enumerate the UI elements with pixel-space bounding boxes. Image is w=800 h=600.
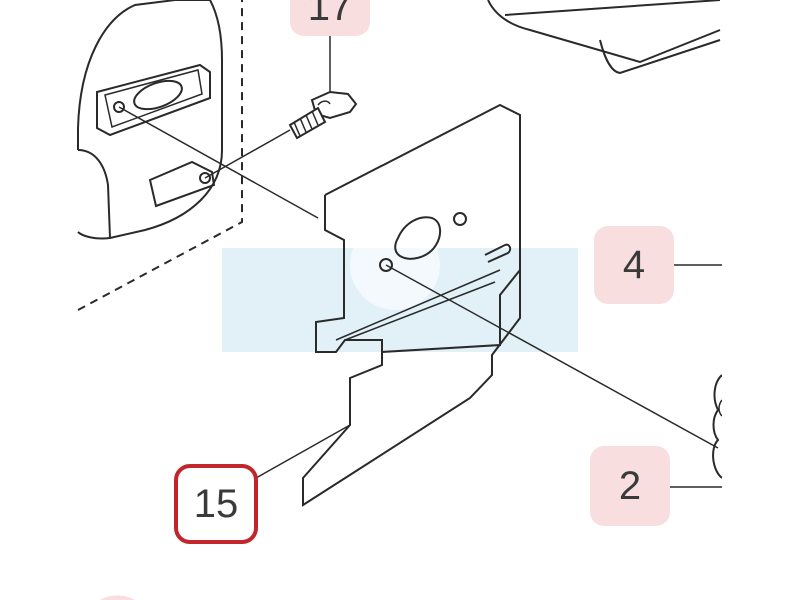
exhaust-port-flange-inner xyxy=(104,69,203,129)
shield-bolt-hole-right xyxy=(453,212,467,226)
engine-housing xyxy=(77,0,223,240)
housing-contour xyxy=(77,149,111,239)
right-margin xyxy=(722,0,800,600)
callout-label-4: 4 xyxy=(622,242,646,287)
callout-part-15[interactable]: 15 xyxy=(174,464,258,544)
gasket-fragment-detail xyxy=(718,399,723,417)
gasket-fragment xyxy=(712,374,723,479)
housing-mount-tab xyxy=(148,160,216,208)
leader-flange-to-shield xyxy=(118,106,319,219)
shield-bolt-hole-left xyxy=(379,258,393,272)
watermark-circle xyxy=(350,220,440,310)
heat-shield-fold-line-2 xyxy=(344,281,496,341)
shield-port-opening xyxy=(394,216,442,260)
heat-shield-left-edge xyxy=(315,195,383,353)
leader-15 xyxy=(255,424,351,479)
leader-tab-to-screw xyxy=(204,129,291,179)
heat-shield-plate xyxy=(302,103,521,507)
leader-shield-to-gasket xyxy=(385,264,719,449)
screw-part-17 xyxy=(288,90,358,140)
callout-part-2[interactable]: 2 xyxy=(590,446,670,526)
upper-component-lip xyxy=(599,39,721,75)
callout-part-4[interactable]: 4 xyxy=(594,226,674,304)
callout-label-15: 15 xyxy=(193,481,239,526)
mount-tab-hole xyxy=(199,172,211,184)
housing-dashed-outline xyxy=(77,0,243,311)
upper-component-top xyxy=(504,0,721,16)
shield-slot xyxy=(484,243,512,263)
heat-shield-fold-line xyxy=(335,269,501,341)
callout-label-2: 2 xyxy=(618,463,642,508)
flange-bolt-hole xyxy=(113,101,125,113)
exhaust-port-opening xyxy=(133,79,183,111)
partial-callout-hint xyxy=(100,595,135,600)
exhaust-port-flange xyxy=(96,63,211,137)
upper-component-edge xyxy=(487,0,721,64)
callout-label-17: 17 xyxy=(307,0,353,29)
callout-part-17[interactable]: 17 xyxy=(290,0,370,36)
